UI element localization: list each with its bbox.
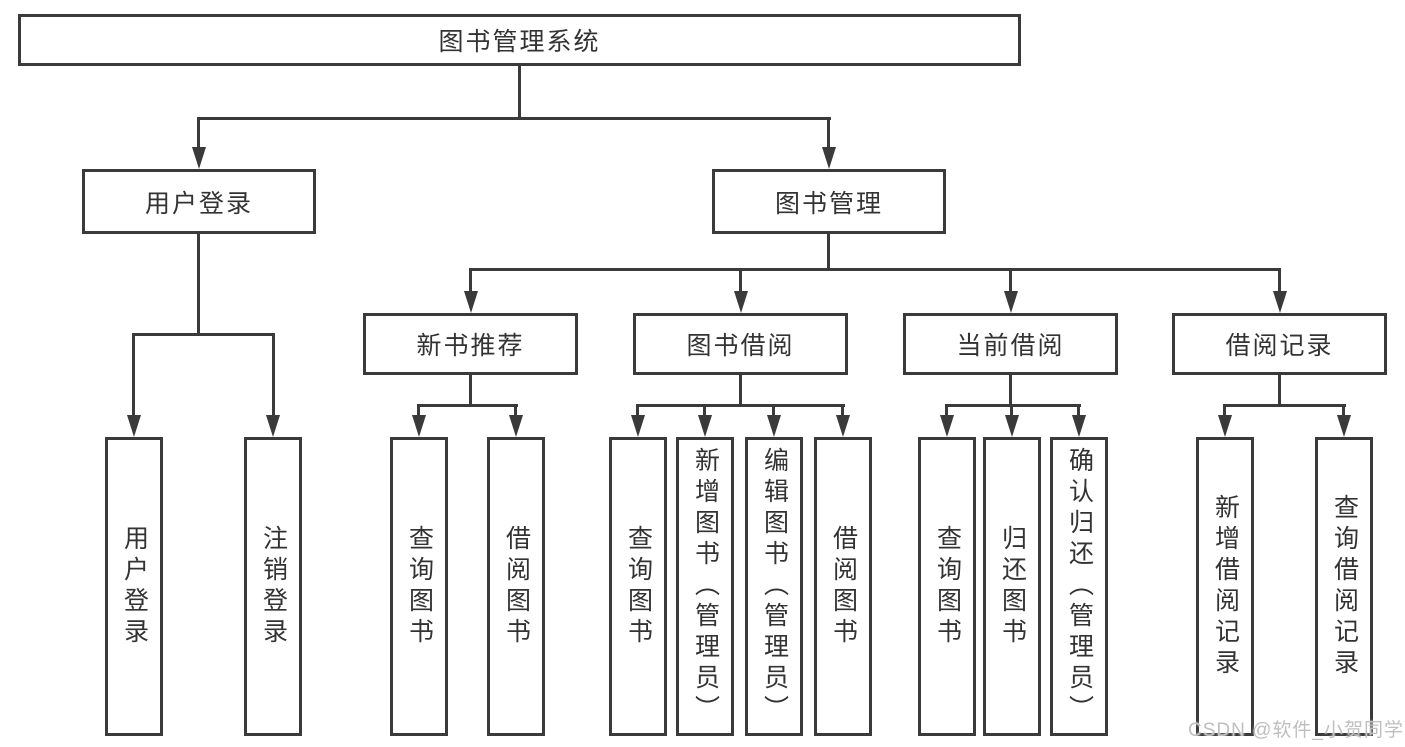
connector-line — [1010, 404, 1013, 417]
arrowhead-down — [1072, 415, 1086, 437]
connector-line — [1223, 404, 1346, 407]
connector-line — [636, 404, 845, 407]
leaf-label: 借阅图书 — [502, 524, 531, 649]
node-book-borrowing: 图书借阅 — [633, 313, 848, 375]
connector-line — [827, 117, 830, 150]
connector-line — [1009, 372, 1012, 407]
connector-line — [469, 372, 472, 407]
leaf-query-books-borrowing: 查询图书 — [609, 437, 667, 736]
leaf-logout: 注销登录 — [244, 437, 302, 736]
leaf-add-borrow-record: 新增借阅记录 — [1196, 437, 1254, 736]
connector-line — [1223, 404, 1226, 417]
leaf-label: 归还图书 — [998, 524, 1027, 649]
connector-line — [636, 404, 639, 417]
leaf-confirm-return-admin: 确认归还（管理员） — [1050, 437, 1108, 736]
connector-line — [272, 333, 275, 417]
csdn-watermark: CSDN @软件_小贺同学 — [1188, 720, 1404, 741]
arrowhead-down — [734, 291, 748, 313]
connector-line — [945, 404, 1081, 407]
connector-line — [518, 66, 521, 120]
node-current-borrowing: 当前借阅 — [903, 313, 1118, 375]
arrowhead-down — [1273, 291, 1287, 313]
leaf-query-borrow-record: 查询借阅记录 — [1315, 437, 1373, 736]
leaf-label: 用户登录 — [120, 524, 149, 649]
leaf-label: 新增图书（管理员） — [691, 447, 720, 726]
connector-line — [1077, 404, 1080, 417]
arrowhead-down — [822, 147, 836, 169]
arrowhead-down — [464, 291, 478, 313]
leaf-label: 注销登录 — [259, 524, 288, 649]
connector-line — [703, 404, 706, 417]
leaf-label: 查询图书 — [933, 524, 962, 649]
connector-line — [469, 268, 1281, 271]
leaf-label: 编辑图书（管理员） — [760, 447, 789, 726]
leaf-add-book-admin: 新增图书（管理员） — [676, 437, 734, 736]
connector-line — [841, 404, 844, 417]
arrowhead-down — [836, 415, 850, 437]
arrowhead-down — [1005, 415, 1019, 437]
connector-line — [469, 268, 472, 294]
arrowhead-down — [1004, 291, 1018, 313]
connector-line — [417, 404, 420, 417]
connector-line — [197, 231, 200, 336]
node-new-book-recommend: 新书推荐 — [363, 313, 578, 375]
connector-line — [1278, 268, 1281, 294]
connector-line — [197, 117, 831, 120]
connector-line — [417, 404, 518, 407]
node-borrowing-records: 借阅记录 — [1172, 313, 1387, 375]
connector-line — [132, 333, 135, 417]
connector-line — [739, 268, 742, 294]
leaf-query-books-recommend: 查询图书 — [390, 437, 448, 736]
arrowhead-down — [631, 415, 645, 437]
arrowhead-down — [412, 415, 426, 437]
node-book-management-system: 图书管理系统 — [18, 14, 1021, 66]
connector-line — [1278, 372, 1281, 407]
arrowhead-down — [509, 415, 523, 437]
leaf-edit-book-admin: 编辑图书（管理员） — [745, 437, 803, 736]
arrowhead-down — [266, 415, 280, 437]
connector-line — [514, 404, 517, 417]
node-user-login: 用户登录 — [82, 169, 316, 234]
leaf-label: 确认归还（管理员） — [1065, 447, 1094, 726]
leaf-return-book: 归还图书 — [983, 437, 1041, 736]
arrowhead-down — [940, 415, 954, 437]
connector-line — [945, 404, 948, 417]
leaf-borrow-books-recommend: 借阅图书 — [487, 437, 545, 736]
arrowhead-down — [698, 415, 712, 437]
leaf-label: 借阅图书 — [829, 524, 858, 649]
leaf-label: 查询图书 — [624, 524, 653, 649]
connector-line — [1009, 268, 1012, 294]
arrowhead-down — [767, 415, 781, 437]
arrowhead-down — [1218, 415, 1232, 437]
leaf-label: 查询图书 — [405, 524, 434, 649]
connector-line — [1342, 404, 1345, 417]
leaf-user-login: 用户登录 — [105, 437, 163, 736]
leaf-label: 查询借阅记录 — [1330, 493, 1359, 680]
connector-line — [132, 333, 275, 336]
arrowhead-down — [127, 415, 141, 437]
arrowhead-down — [192, 147, 206, 169]
arrowhead-down — [1337, 415, 1351, 437]
leaf-borrow-books-borrowing: 借阅图书 — [814, 437, 872, 736]
connector-line — [772, 404, 775, 417]
connector-line — [739, 372, 742, 407]
leaf-label: 新增借阅记录 — [1211, 493, 1240, 680]
connector-line — [827, 231, 830, 271]
leaf-query-books-current: 查询图书 — [918, 437, 976, 736]
connector-line — [197, 117, 200, 150]
node-book-management: 图书管理 — [712, 169, 946, 234]
